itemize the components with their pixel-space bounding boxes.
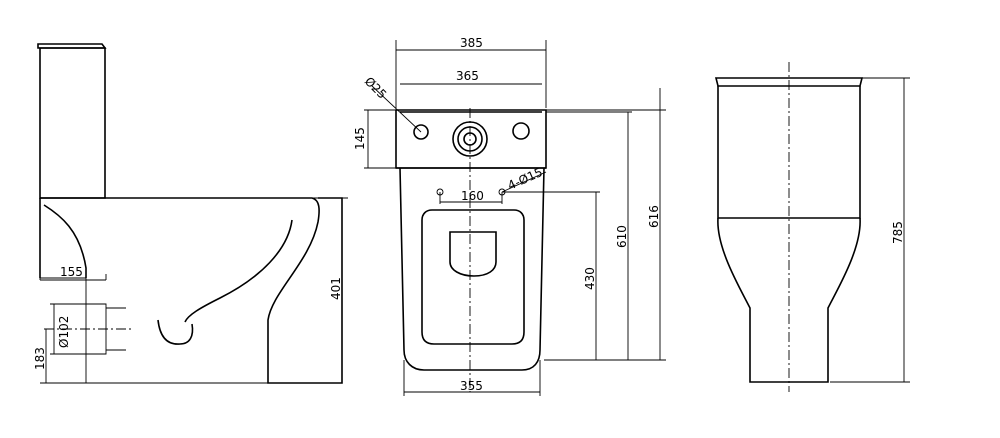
dim-145-line xyxy=(364,109,396,169)
side-bowl-inner-front xyxy=(43,204,87,278)
dim-616-line xyxy=(546,88,666,361)
side-bowl-inner-curve xyxy=(184,219,293,323)
dim-fix-holes-label: 4-Ø15 xyxy=(506,165,545,193)
dim-hole-dia-leader xyxy=(371,85,422,133)
dim-785-line xyxy=(830,77,910,383)
dim-155-line xyxy=(39,274,107,281)
dim-355-line xyxy=(403,360,541,396)
dim-610-label: 610 xyxy=(615,225,629,248)
dim-160-line xyxy=(439,192,503,204)
dim-waste-dia-line xyxy=(50,303,86,355)
dim-401-label: 401 xyxy=(329,277,343,300)
overflow-hole xyxy=(512,122,530,140)
dim-355-label: 355 xyxy=(460,379,483,393)
dim-160-label: 160 xyxy=(461,189,484,203)
dim-616-label: 616 xyxy=(647,205,661,228)
dim-183-label: 183 xyxy=(33,347,47,370)
top-bowl-outline xyxy=(399,167,545,371)
side-back-wall xyxy=(40,277,342,384)
side-trap xyxy=(157,319,194,345)
top-cistern-inner xyxy=(396,111,546,169)
front-cistern-outline xyxy=(717,86,861,219)
dim-401-line xyxy=(312,197,348,383)
dim-fix-holes-leader xyxy=(501,171,547,193)
dim-385-label: 385 xyxy=(460,36,483,50)
side-bowl-outline xyxy=(39,197,343,384)
top-view: 385 365 Ø25 145 160 4-Ø15 430 610 616 35… xyxy=(353,36,666,396)
dim-155-label: 155 xyxy=(60,265,83,279)
dim-610-line xyxy=(546,111,632,361)
fill-valve-hole xyxy=(413,124,429,140)
dim-785-label: 785 xyxy=(891,221,905,244)
dim-430-line xyxy=(502,191,600,361)
dim-430-label: 430 xyxy=(583,267,597,290)
dim-385-line xyxy=(395,40,547,108)
front-view: 785 xyxy=(714,62,910,392)
side-cistern-lid xyxy=(37,43,107,49)
top-water-area xyxy=(449,231,497,277)
front-base-line xyxy=(749,308,829,382)
dim-hole-dia-label: Ø25 xyxy=(362,74,389,101)
side-view: 155 Ø102 183 401 xyxy=(33,43,348,384)
dim-145-label: 145 xyxy=(353,127,367,150)
side-cistern-outline xyxy=(39,47,106,199)
dim-waste-dia-label: Ø102 xyxy=(57,316,71,348)
top-bowl-opening xyxy=(421,209,525,345)
dim-365-label: 365 xyxy=(456,69,479,83)
